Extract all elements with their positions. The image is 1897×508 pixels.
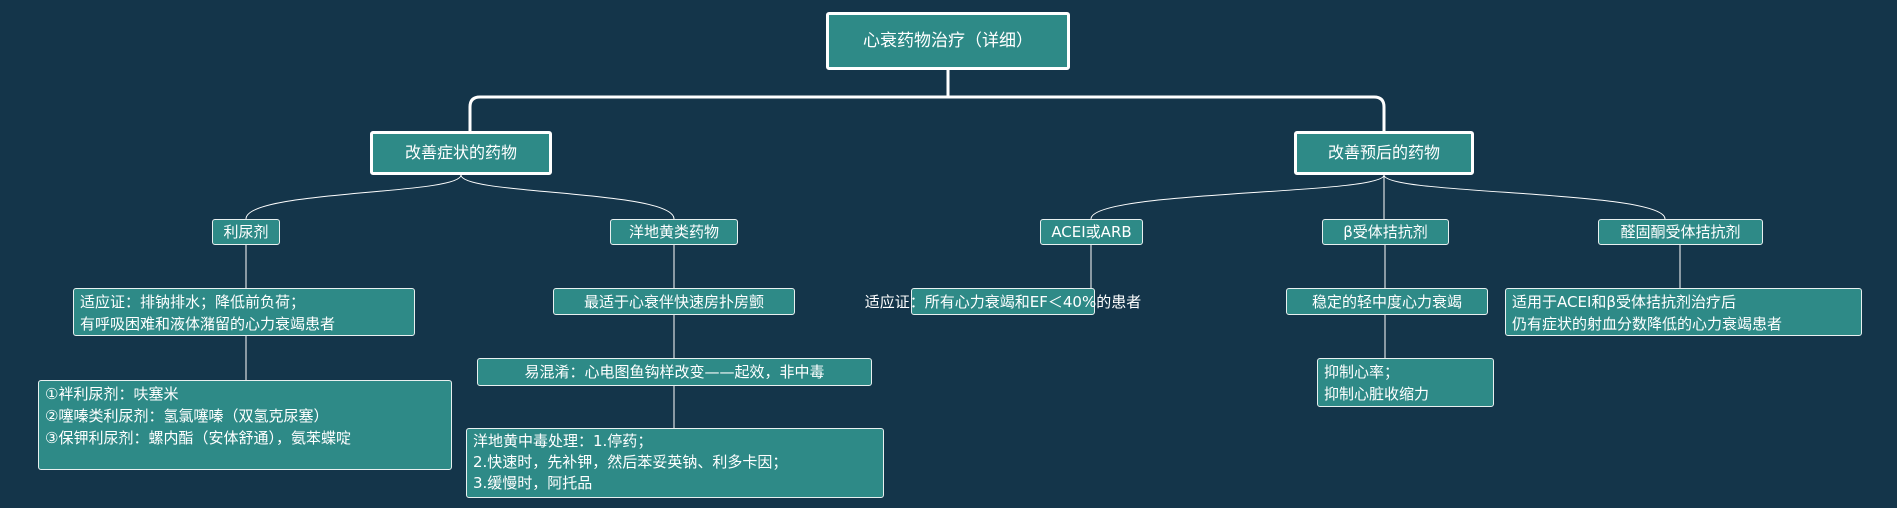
node-label: 醛固酮受体拮抗剂	[1620, 223, 1741, 241]
branch-label: 改善症状的药物	[404, 143, 517, 162]
root-connector	[468, 70, 1386, 131]
text-line: 2.快速时，先补钾，然后苯妥英钠、利多卡因；	[473, 453, 788, 471]
node-digitalis[interactable]: 洋地黄类药物	[610, 219, 738, 245]
node-label: β受体拮抗剂	[1343, 223, 1428, 241]
node-aldosterone-antagonist[interactable]: 醛固酮受体拮抗剂	[1598, 219, 1763, 245]
text-line: 适应证：排钠排水；降低前负荷；	[80, 293, 306, 311]
branch-label: 改善预后的药物	[1327, 143, 1440, 162]
root-label: 心衰药物治疗（详细）	[863, 31, 1033, 51]
beta-effects[interactable]: 抑制心率； 抑制心脏收缩力	[1317, 358, 1494, 407]
text-line: 有呼吸困难和液体潴留的心力衰竭患者	[80, 315, 336, 333]
node-label: 利尿剂	[223, 223, 269, 241]
digitalis-confusion[interactable]: 易混淆：心电图鱼钩样改变——起效，非中毒	[477, 358, 872, 386]
text-line: 易混淆：心电图鱼钩样改变——起效，非中毒	[524, 363, 825, 381]
digitalis-poisoning[interactable]: 洋地黄中毒处理：1.停药； 2.快速时，先补钾，然后苯妥英钠、利多卡因； 3.缓…	[466, 428, 884, 498]
connector-digitalis	[460, 174, 675, 220]
digitalis-indication[interactable]: 最适于心衰伴快速房扑房颤	[553, 288, 795, 315]
text-line: 稳定的轻中度心力衰竭	[1311, 292, 1462, 311]
node-diuretic[interactable]: 利尿剂	[212, 219, 280, 245]
text-line: 洋地黄中毒处理：1.停药；	[473, 432, 653, 450]
text-line: 抑制心脏收缩力	[1324, 385, 1430, 403]
text-line: ①袢利尿剂：呋塞米	[45, 385, 179, 403]
node-acei-arb[interactable]: ACEI或ARB	[1040, 219, 1143, 245]
text-line: 适应证：所有心力衰竭和EF＜40%的患者	[864, 292, 1142, 311]
text-line: 仍有症状的射血分数降低的心力衰竭患者	[1512, 315, 1783, 333]
connector-diuretic	[245, 174, 462, 220]
text-line: 最适于心衰伴快速房扑房颤	[583, 292, 764, 311]
connector-acei	[1090, 174, 1385, 220]
diuretic-types[interactable]: ①袢利尿剂：呋塞米 ②噻嗪类利尿剂：氢氯噻嗪（双氢克尿塞） ③保钾利尿剂：螺内酯…	[38, 380, 452, 470]
root-node[interactable]: 心衰药物治疗（详细）	[826, 12, 1070, 70]
beta-indication[interactable]: 稳定的轻中度心力衰竭	[1286, 288, 1488, 315]
aldosterone-indication[interactable]: 适用于ACEI和β受体拮抗剂治疗后 仍有症状的射血分数降低的心力衰竭患者	[1505, 288, 1862, 336]
diuretic-indication[interactable]: 适应证：排钠排水；降低前负荷； 有呼吸困难和液体潴留的心力衰竭患者	[73, 288, 415, 336]
text-line: 抑制心率；	[1324, 363, 1400, 381]
connector-aldo	[1383, 174, 1666, 220]
text-line: 适用于ACEI和β受体拮抗剂治疗后	[1512, 293, 1736, 311]
text-line: 3.缓慢时，阿托品	[473, 474, 593, 492]
node-beta-blocker[interactable]: β受体拮抗剂	[1322, 219, 1449, 245]
text-line: ③保钾利尿剂：螺内酯（安体舒通），氨苯蝶啶	[45, 429, 351, 447]
node-label: ACEI或ARB	[1051, 223, 1132, 241]
branch-symptom-relief[interactable]: 改善症状的药物	[370, 131, 552, 175]
node-label: 洋地黄类药物	[628, 223, 719, 241]
acei-indication[interactable]: 适应证：所有心力衰竭和EF＜40%的患者	[865, 288, 1141, 315]
branch-prognosis[interactable]: 改善预后的药物	[1294, 131, 1474, 175]
text-line: ②噻嗪类利尿剂：氢氯噻嗪（双氢克尿塞）	[45, 407, 329, 425]
